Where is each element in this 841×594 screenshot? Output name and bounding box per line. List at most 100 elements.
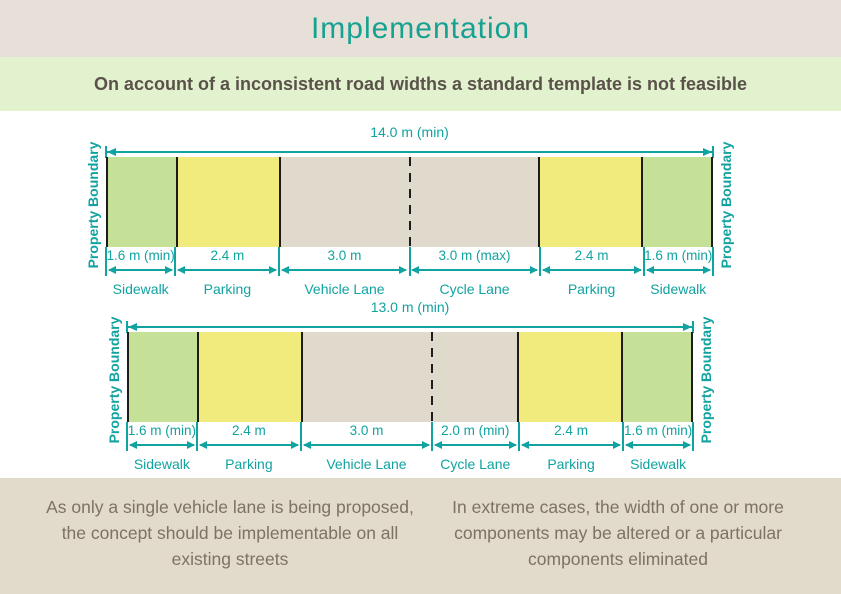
width-arrow (644, 264, 713, 276)
dimension-tick (105, 146, 107, 158)
dimension-line (178, 269, 277, 271)
arrowhead-left-icon (411, 266, 420, 274)
dimension-tick (712, 146, 714, 158)
segment-divider (620, 332, 623, 422)
segment-label: Parking (567, 281, 616, 297)
dimension-tick (126, 321, 128, 333)
segment-divider (537, 157, 540, 247)
arrowhead-right-icon (682, 441, 691, 449)
band (106, 157, 713, 247)
segment-divider (641, 157, 644, 247)
width-label: 3.0 m (max) (438, 248, 511, 263)
segment-parking (198, 332, 302, 422)
property-boundary-right-label: Property Boundary (698, 316, 714, 444)
segment-vehicle-lane (301, 332, 432, 422)
arrow-row (106, 264, 713, 276)
segment-divider (279, 157, 282, 247)
segment-divider (197, 332, 200, 422)
subtitle-text: On account of a inconsistent road widths… (93, 73, 748, 94)
dimension-tick (692, 321, 694, 333)
dimension-tick (174, 247, 177, 276)
segment-label: Sidewalk (630, 456, 687, 472)
property-boundary-left-label: Property Boundary (85, 141, 101, 269)
dimension-tick (105, 247, 107, 276)
arrowhead-right-icon (529, 266, 538, 274)
dimension-tick (517, 422, 520, 451)
segment-label: Sidewalk (112, 281, 169, 297)
width-label: 3.0 m (349, 423, 384, 438)
property-boundary-right-label: Property Boundary (718, 141, 734, 269)
arrowhead-right-icon (165, 266, 174, 274)
arrowhead-left-icon (198, 441, 207, 449)
name-row: Sidewalk Parking Vehicle Lane Cycle Lane Par… (127, 455, 693, 473)
segment-divider (300, 332, 303, 422)
dimension-tick (278, 247, 281, 276)
segment-parking (176, 157, 281, 247)
segment-label: Vehicle Lane (304, 281, 385, 297)
segment-divider (175, 157, 178, 247)
width-label: 2.4 m (574, 248, 609, 263)
dimension-line (542, 269, 641, 271)
width-label: 1.6 m (min) (644, 248, 713, 263)
arrowhead-right-icon (703, 148, 712, 156)
arrowhead-left-icon (433, 441, 442, 449)
segment-label: Parking (547, 456, 595, 472)
arrowhead-left-icon (107, 148, 116, 156)
arrowhead-left-icon (129, 441, 137, 449)
segment-sidewalk (129, 332, 199, 422)
dimension-tick (126, 422, 128, 451)
subtitle-band: On account of a inconsistent road widths… (0, 57, 841, 111)
arrowhead-left-icon (520, 441, 529, 449)
dimension-line (109, 269, 173, 271)
segment-label: Parking (203, 281, 252, 297)
total-width-label: 13.0 m (min) (370, 299, 450, 315)
page-title: Implementation (310, 11, 531, 45)
dimension-tick (622, 422, 625, 451)
segment-label: Sidewalk (133, 456, 190, 472)
total-width-arrow (105, 146, 714, 158)
arrowhead-right-icon (269, 266, 278, 274)
dimension-line (107, 151, 712, 153)
dimension-line (412, 269, 537, 271)
dimension-tick (300, 422, 303, 451)
header-band: Implementation (0, 0, 841, 57)
segment-cycle-lane (431, 332, 519, 422)
arrowhead-right-icon (186, 441, 195, 449)
segment-label: Cycle Lane (440, 456, 511, 472)
width-label: 2.4 m (210, 248, 245, 263)
dimension-tick (692, 422, 694, 451)
total-width-arrow (126, 321, 694, 333)
segment-sidewalk (621, 332, 691, 422)
dimension-line (128, 326, 692, 328)
footer-note-right: In extreme cases, the width of one or mo… (452, 497, 784, 569)
arrowhead-right-icon (291, 441, 300, 449)
segment-cycle-lane (409, 157, 539, 247)
segment-vehicle-lane (280, 157, 410, 247)
width-label: 1.6 m (min) (127, 423, 196, 438)
arrowhead-left-icon (128, 323, 137, 331)
center-dashed-line (430, 332, 433, 422)
dimension-tick (195, 422, 198, 451)
dimension-tick (538, 247, 541, 276)
segment-divider (517, 332, 520, 422)
dimension-line (646, 269, 710, 271)
dimension-tick (408, 247, 411, 276)
dimension-line (626, 444, 690, 446)
property-boundary-left-label: Property Boundary (106, 316, 122, 444)
arrowhead-left-icon (625, 441, 634, 449)
width-label: 1.6 m (min) (106, 248, 175, 263)
segment-label: Vehicle Lane (326, 456, 407, 472)
arrowhead-right-icon (421, 441, 430, 449)
dimension-line (282, 269, 407, 271)
width-arrow (540, 264, 644, 276)
width-arrow (432, 439, 519, 451)
arrow-row (127, 439, 693, 451)
arrowhead-right-icon (702, 266, 711, 274)
segment-label: Parking (225, 456, 273, 472)
segment-parking (518, 332, 622, 422)
arrowhead-right-icon (508, 441, 517, 449)
dimension-tick (430, 422, 433, 451)
